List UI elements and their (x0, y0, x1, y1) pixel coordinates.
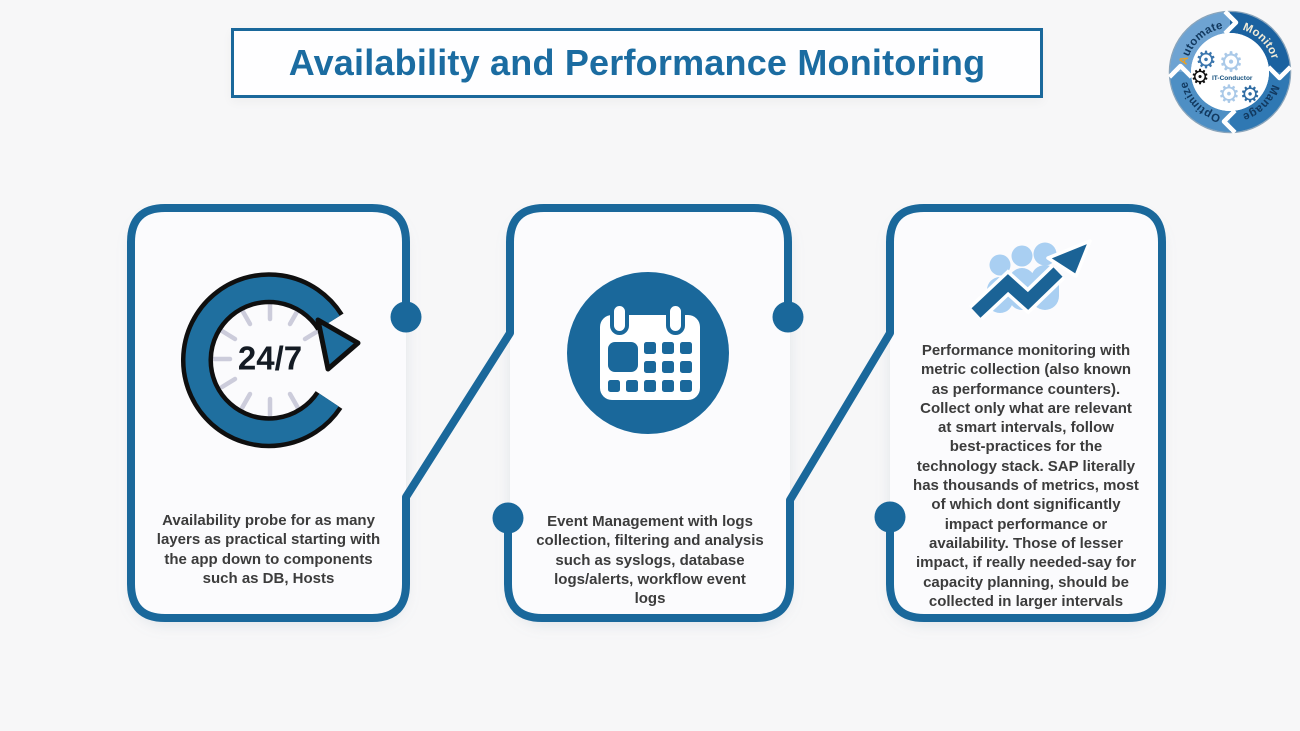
card-event-management-text: Event Management with logs collection, f… (536, 513, 764, 608)
it-conductor-logo: Automate Monitor Manage Optimize ⚙ ⚙ ⚙ ⚙… (1167, 9, 1293, 135)
growth-arrow-line (971, 267, 1063, 318)
gear-icon: ⚙ (1240, 82, 1261, 108)
people-growth-arrow-icon (969, 239, 1092, 321)
logo-segment-monitor (1229, 12, 1290, 73)
logo-segment-automate (1170, 12, 1231, 73)
card-chain-outline (127, 204, 1166, 622)
calendar-icon (567, 272, 729, 434)
card-performance-text: Performance monitoring with metric colle… (913, 342, 1139, 610)
clock-arrow-arc (185, 276, 340, 444)
gear-icon: ⚙ (1218, 80, 1240, 109)
card-availability-text: Availability probe for as many layers as… (156, 512, 381, 587)
badge-24-7: 24/7 (238, 340, 302, 377)
gear-icon: ⚙ (1218, 46, 1243, 79)
connector-dot-4 (874, 501, 906, 533)
logo-gears: ⚙ ⚙ ⚙ ⚙ ⚙ (1191, 46, 1261, 109)
logo-ring-segments (1170, 12, 1290, 132)
page-title: Availability and Performance Monitoring (288, 42, 986, 83)
gear-icon: ⚙ (1195, 46, 1217, 74)
logo-center-wordmark: IT-Conductor (1212, 75, 1253, 82)
calendar-grid-cells (608, 342, 692, 392)
logo-segment-manage (1229, 71, 1290, 132)
header-title-box: Availability and Performance Monitoring (231, 28, 1043, 98)
logo-segment-optimize (1170, 71, 1231, 132)
connector-dots (390, 301, 906, 534)
connector-dot-1 (390, 301, 422, 333)
calendar-ring-right (666, 302, 685, 335)
calendar-body (600, 315, 700, 400)
connector-dot-2 (772, 301, 804, 333)
calendar-ring-left (610, 302, 629, 335)
clock-arrow-head (315, 317, 361, 372)
clock-tick-marks (211, 300, 321, 418)
chain-path-card1-to-card2 (127, 204, 792, 622)
clock-24-7-icon: 24/7 (181, 272, 361, 449)
connector-dot-3 (492, 502, 524, 534)
tuning-fork-gear-icon: ⚙ (1191, 65, 1210, 89)
logo-center-disc (1191, 33, 1269, 111)
growth-arrow-head (1046, 239, 1092, 278)
card-performance-background (890, 208, 1162, 618)
logo-ring-chevrons (1167, 9, 1293, 135)
chain-path-card2-to-card3 (504, 204, 1166, 622)
